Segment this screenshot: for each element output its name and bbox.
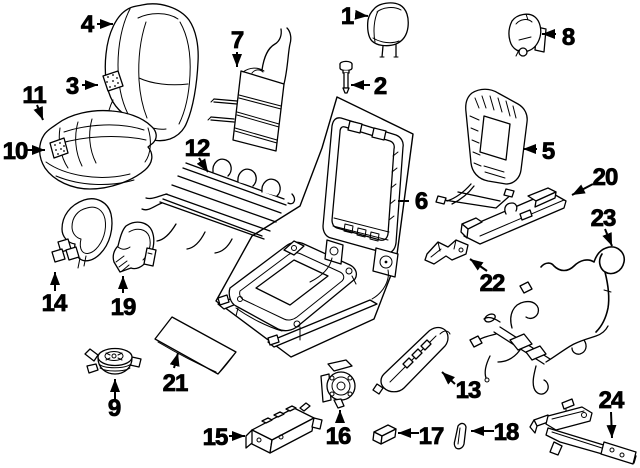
callout-label-7: 7 [231,27,244,54]
part-seat-frame-assembly [215,96,414,358]
callout-label-8: 8 [562,24,575,51]
callout-arrow-12 [196,157,209,173]
part-spring-mat [141,158,296,254]
callout-label-19: 19 [111,294,136,321]
part-rail-molding [460,187,567,245]
callout-label-16: 16 [326,423,351,450]
callout-arrows [26,9,617,441]
callout-label-15: 15 [203,424,228,451]
callout-arrow-22 [469,258,488,272]
part-seat-track [529,398,637,465]
part-release-cable [540,246,626,333]
part-seatback-cushion [104,3,199,142]
part-seat-cushion [38,109,157,190]
callout-arrow-11 [33,104,44,121]
part-seatback-pad [102,70,124,92]
callout-label-2: 2 [374,73,387,100]
callout-label-11: 11 [22,82,46,109]
callout-arrow-20 [571,183,594,196]
part-seatback-panel [435,88,528,209]
part-side-trim-outer [51,198,113,269]
part-switch-assembly [245,402,323,454]
callout-arrow-24 [606,411,617,439]
part-headrest [366,2,409,58]
callout-label-5: 5 [542,138,555,165]
callout-label-21: 21 [163,370,188,397]
callout-label-22: 22 [480,270,505,297]
callout-label-9: 9 [108,395,121,422]
part-seat-motor [320,359,356,409]
callout-label-23: 23 [591,205,616,232]
callout-label-18: 18 [494,419,519,446]
callout-label-1: 1 [341,3,354,30]
callout-label-6: 6 [415,188,428,215]
callout-label-14: 14 [42,290,68,317]
callout-label-17: 17 [419,423,444,450]
part-side-bracket [508,13,547,57]
wiring-harness [469,281,609,395]
callout-arrow-21 [169,352,180,369]
callout-label-24: 24 [599,387,625,414]
callout-label-3: 3 [66,73,79,100]
part-lumbar-support [207,27,292,152]
callout-arrow-23 [602,228,613,247]
callout-label-12: 12 [185,135,210,162]
part-headrest-bolt [339,60,353,94]
part-cushion-pad [49,137,69,159]
callout-arrow-13 [441,371,456,385]
callout-labels: 1 2 3 4 5 6 7 8 9 10 11 12 13 14 15 16 1… [2,3,626,452]
part-clip-pin [453,422,467,450]
callout-arrow-1 [354,9,369,20]
callout-label-10: 10 [3,138,28,165]
callout-label-4: 4 [81,11,95,38]
part-side-trim-inner [112,221,157,273]
part-side-shield [372,326,451,395]
part-trim-panel [154,316,237,375]
part-connector-block [372,424,397,445]
callout-label-20: 20 [593,164,618,191]
callout-label-13: 13 [456,377,481,404]
part-recline-motor [84,347,142,375]
part-mount-bracket [424,239,469,265]
